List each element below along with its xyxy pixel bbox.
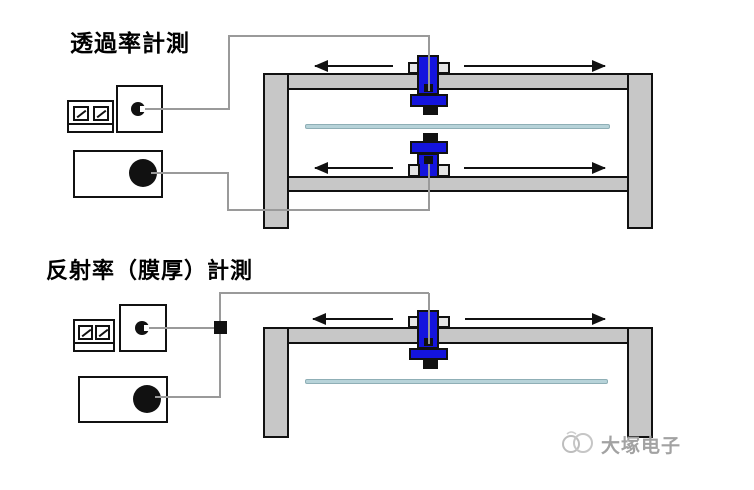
fiber-cable [219, 292, 429, 294]
gantry-left-pillar [263, 73, 289, 229]
fiber-cable [155, 396, 220, 398]
photometer-unit [73, 319, 115, 352]
fiber-cable [428, 293, 430, 344]
fiber-port-notch [140, 106, 145, 112]
section-title-reflectance: 反射率（膜厚）計測 [46, 258, 254, 283]
section-title-transmittance: 透過率計測 [70, 30, 190, 56]
meter-display [78, 325, 93, 340]
fiber-cable [149, 327, 214, 329]
light-source-port [133, 385, 161, 413]
gantry-right-pillar [627, 73, 653, 229]
gantry-right-pillar [627, 327, 653, 438]
fiber-port [131, 102, 145, 116]
gantry-lower-rail [287, 176, 629, 192]
fiber-port-notch [144, 325, 149, 331]
gantry-left-pillar [263, 327, 289, 438]
watermark-text: 大塚电子 [601, 436, 682, 457]
fiber-cable [228, 35, 430, 37]
scan-arrow-right [464, 60, 606, 72]
glass-substrate [305, 379, 608, 384]
light-source-unit [73, 150, 163, 198]
fiber-cable [219, 332, 221, 398]
scan-arrow-right [465, 313, 606, 325]
sensor-clamp-right [437, 164, 450, 177]
sensor-tip [423, 107, 438, 115]
fiber-cable [227, 172, 229, 211]
meter-needle [81, 328, 92, 338]
watermark-logo-icon [562, 431, 593, 453]
fiber-cable [428, 164, 430, 211]
sensor-clamp-left [408, 164, 420, 177]
scan-arrow-left [314, 162, 393, 174]
scan-arrow-left [312, 313, 393, 325]
sensor-flange [409, 348, 448, 360]
meter-divider [69, 123, 112, 125]
scan-arrow-right [464, 162, 606, 174]
meter-divider [75, 342, 113, 344]
sensor-tip [423, 360, 438, 369]
meter-display [73, 106, 89, 121]
gantry-upper-rail [287, 73, 629, 90]
fiber-cable [151, 172, 228, 174]
fiber-cable [227, 209, 430, 211]
sensor-flange [410, 94, 448, 107]
fiber-cable [428, 36, 430, 91]
meter-needle [96, 109, 107, 119]
glass-substrate [305, 124, 610, 129]
meter-display [93, 106, 109, 121]
fiber-junction [214, 321, 227, 334]
scan-arrow-left [314, 60, 393, 72]
meter-needle [98, 328, 109, 338]
fiber-cable [145, 108, 230, 110]
fiber-cable [228, 36, 230, 110]
fiber-cable [219, 293, 221, 323]
meter-needle [76, 109, 87, 119]
meter-display [95, 325, 110, 340]
sensor-tip [423, 133, 438, 142]
photometer-unit [67, 100, 114, 133]
fiber-port [135, 321, 149, 335]
gantry-rail [287, 327, 629, 344]
sensor-aperture [424, 156, 433, 164]
